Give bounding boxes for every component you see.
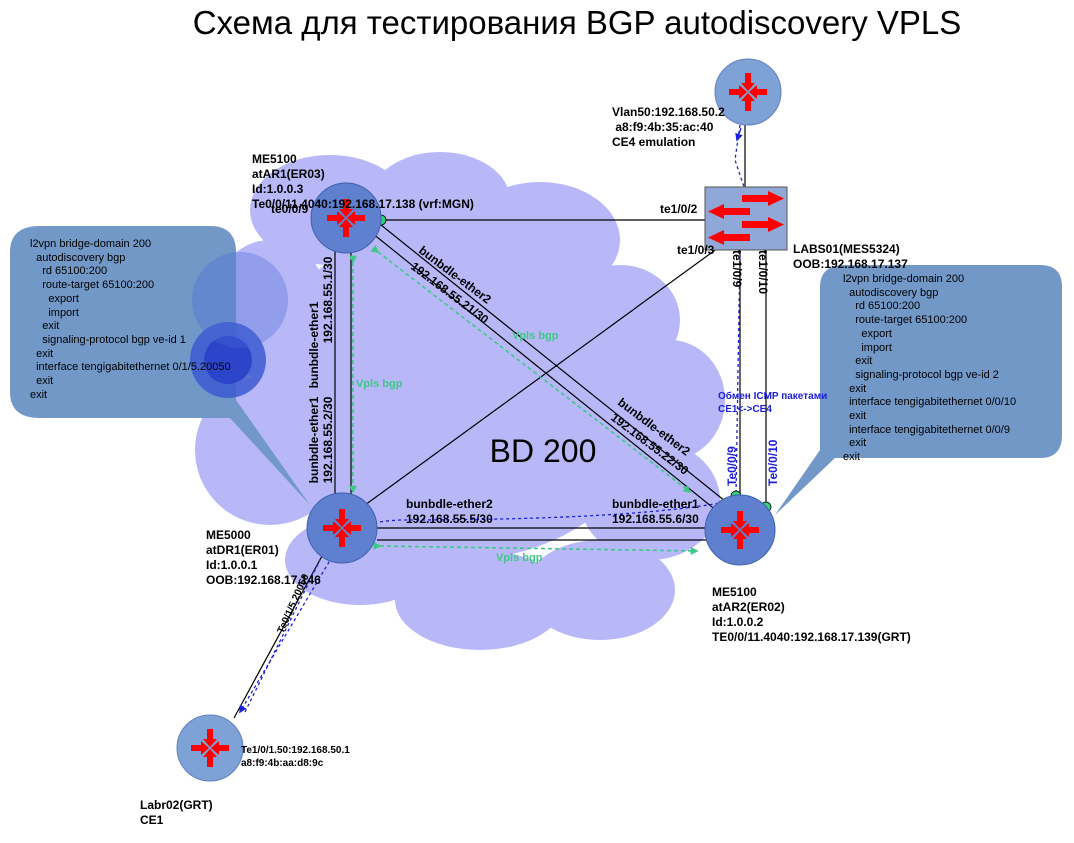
link-label: bunbdle-ether1: [307, 396, 321, 483]
link-label: bunbdle-ether2: [406, 497, 493, 511]
callout-right-text: l2vpn bridge-domain 200 autodiscovery bg…: [843, 273, 1016, 465]
router-ar1-icon: [310, 182, 382, 254]
labs-switch-icon: [704, 186, 788, 251]
config-line: exit: [30, 388, 48, 401]
config-line: import: [843, 341, 892, 354]
vpls-label: Vpls bgp: [356, 378, 403, 390]
config-line: exit: [30, 375, 54, 388]
config-line: interface tengigabitethernet 0/1/5.20050: [30, 361, 231, 374]
config-line: l2vpn bridge-domain 200: [30, 238, 152, 250]
callout-left-text: l2vpn bridge-domain 200 autodiscovery bg…: [30, 238, 231, 402]
callout-right-shape: [775, 265, 1062, 515]
port-label: te1/0/10: [756, 250, 770, 294]
config-line: exit: [843, 410, 867, 423]
config-line: interface tengigabitethernet 0/0/9: [843, 423, 1010, 436]
config-line: l2vpn bridge-domain 200: [843, 273, 965, 285]
config-line: route-target 65100:200: [843, 314, 968, 327]
router-ar2-icon: [704, 494, 776, 566]
config-line: exit: [843, 355, 873, 368]
config-line: route-target 65100:200: [30, 279, 155, 292]
vpls-label: Vpls bgp: [512, 330, 559, 342]
config-line: signaling-protocol bgp ve-id 1: [30, 333, 186, 346]
link-label: 192.168.55.2/30: [321, 396, 335, 483]
network-diagram: BD 200 bunbdle-ether1 192.168.55.1/30 bu…: [10, 58, 1062, 782]
config-line: rd 65100:200: [30, 265, 108, 278]
config-line: exit: [843, 451, 861, 464]
config-line: rd 65100:200: [843, 300, 921, 313]
config-line: import: [30, 306, 79, 319]
config-line: interface tengigabitethernet 0/0/10: [843, 396, 1017, 409]
page-title: Схема для тестирования BGP autodiscovery…: [192, 4, 962, 41]
link-label: 192.168.55.5/30: [406, 512, 493, 526]
config-line: exit: [30, 320, 60, 333]
config-line: exit: [843, 437, 867, 450]
port-label: te1/0/3: [677, 243, 715, 257]
link-label: 192.168.55.1/30: [321, 256, 335, 343]
labs-label: LABS01(MES5324)OOB:192.168.17.137: [793, 242, 908, 271]
port-label: te0/0/9: [271, 202, 309, 216]
cloud-label: BD 200: [490, 433, 597, 469]
callout-left-shape: [10, 226, 310, 505]
ce1-label: Labr02(GRT)CE1: [140, 798, 213, 827]
port-label: Te0/0/10: [766, 439, 780, 486]
link-label: bunbdle-ether1: [307, 301, 321, 388]
config-line: exit: [843, 382, 867, 395]
router-ce4-icon: [714, 58, 782, 126]
link-label: bunbdle-ether1: [612, 497, 699, 511]
config-line: autodiscovery bgp: [30, 251, 126, 264]
port-label: te1/0/9: [730, 250, 744, 288]
config-line: signaling-protocol bgp ve-id 2: [843, 368, 999, 381]
config-line: export: [843, 327, 892, 340]
port-label: te1/0/2: [660, 202, 698, 216]
link-label: 192.168.55.6/30: [612, 512, 699, 526]
config-line: export: [30, 292, 79, 305]
config-line: exit: [30, 347, 54, 360]
router-ce1-icon: [176, 714, 244, 782]
vpls-label: Vpls bgp: [496, 552, 543, 564]
router-dr1-icon: [306, 492, 378, 564]
config-line: autodiscovery bgp: [843, 286, 939, 299]
port-label: Te0/0/9: [725, 446, 739, 486]
